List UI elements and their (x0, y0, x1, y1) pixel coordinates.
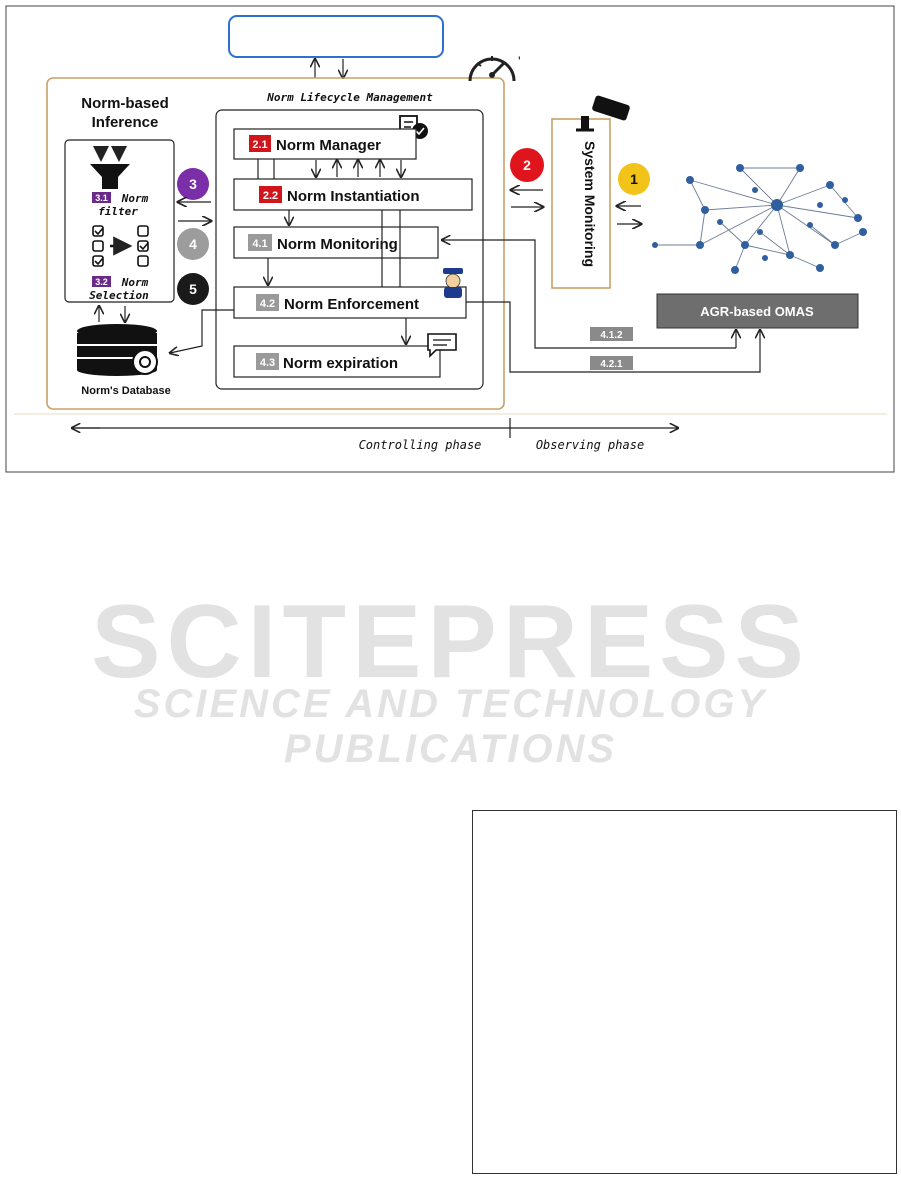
norm-manager-label: Norm Manager (276, 137, 381, 154)
gauge-tick: ' (518, 53, 521, 69)
checklist-icon (92, 225, 149, 267)
norm-enforcement-label: Norm Enforcement (284, 296, 419, 313)
boxes-3-tag: 4.2 (260, 298, 275, 310)
system-monitoring-box (551, 118, 611, 289)
boxes-2-tag: 4.1 (252, 238, 267, 250)
database-label: Norm's Database (81, 385, 170, 397)
controller-frame (46, 77, 505, 410)
boxes-4-tag: 4.3 (260, 357, 275, 369)
link_tags-b: 4.2.1 (600, 359, 623, 370)
steps-4-label: 5 (189, 281, 197, 297)
steps-0-label: 1 (630, 171, 638, 187)
norm-monitoring-label: Norm Monitoring (277, 236, 398, 253)
link_tags-a: 4.1.2 (600, 330, 623, 341)
step-5-badge (177, 273, 209, 305)
norm-instantiation-label: Norm Instantiation (287, 188, 420, 205)
nbi-title-line1: Norm-based (81, 95, 169, 112)
lifecycle-title: Norm Lifecycle Management (266, 91, 433, 104)
norm-filter-tag-text: 3.1 (95, 193, 108, 203)
agr-omas-label: AGR-based OMAS (700, 304, 814, 319)
system-monitoring-label: System Monitoring (582, 141, 598, 267)
nbi-title-line2: Inference (92, 114, 159, 131)
watermark-main: SCITEPRESS (91, 584, 810, 700)
police-officer-icon (443, 268, 463, 298)
top-blue-box (228, 15, 444, 58)
steps-1-label: 2 (523, 157, 531, 173)
link-tag-4-1-2 (590, 327, 633, 341)
norm-selection-label2: Selection (89, 289, 149, 302)
norm-architecture-diagram: ' Norm-based Inference 3.1 Norm filter 3… (5, 5, 895, 473)
observing-phase-label: Observing phase (536, 438, 644, 452)
controlling-phase-label: Controlling phase (359, 438, 482, 452)
norm-selection-tag-text: 3.2 (95, 277, 108, 287)
camera-icon (576, 95, 630, 132)
link-tag-4-2-1 (590, 356, 633, 370)
norm-selection-tag (92, 276, 111, 287)
norm-filter-label1: Norm (121, 192, 149, 205)
step-1-badge (618, 163, 650, 195)
figure-frame (5, 5, 895, 473)
boxes-0-tag: 2.1 (252, 139, 267, 151)
boxes-1-tag: 2.2 (263, 190, 278, 202)
norm-selection-label1: Norm (121, 276, 149, 289)
empty-content-box (472, 810, 897, 1174)
step-4-badge (177, 228, 209, 260)
chat-icon (427, 333, 457, 358)
norm-filter-tag (92, 192, 111, 203)
watermark-sub: SCIENCE AND TECHNOLOGY PUBLICATIONS (133, 682, 768, 771)
norm-filter-label2: filter (98, 205, 138, 218)
gauge-icon (468, 56, 516, 82)
agr-omas-box (656, 293, 859, 329)
norm-expiration-label: Norm expiration (283, 355, 398, 372)
step-3-badge (177, 168, 209, 200)
step-2-badge (510, 148, 544, 182)
agent-network-graph (655, 167, 864, 271)
funnel-icon (90, 146, 130, 189)
steps-2-label: 3 (189, 176, 197, 192)
steps-3-label: 4 (189, 236, 197, 252)
database-icon (77, 324, 158, 376)
